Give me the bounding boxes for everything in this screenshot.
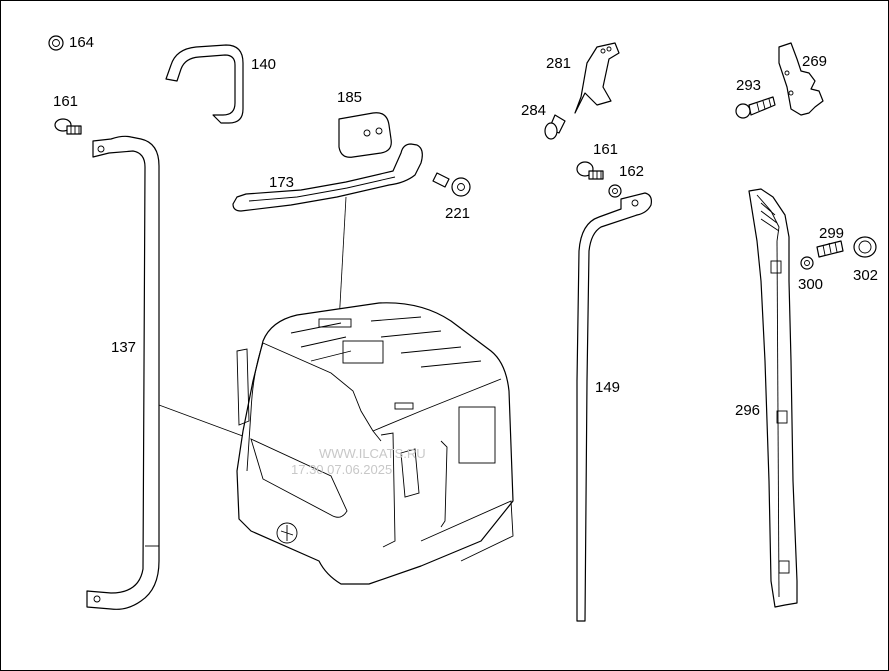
part-302-cap[interactable] <box>853 236 877 258</box>
part-281-bracket[interactable] <box>574 42 620 114</box>
callout-299[interactable]: 299 <box>819 225 845 242</box>
part-299-screw[interactable] <box>816 240 844 258</box>
part-164-clip[interactable] <box>48 35 64 51</box>
callout-300[interactable]: 300 <box>798 276 824 293</box>
leader-173 <box>338 196 347 324</box>
part-162-washer[interactable] <box>608 184 622 198</box>
callout-293[interactable]: 293 <box>736 77 762 94</box>
part-149-rod[interactable] <box>576 192 652 622</box>
callout-284[interactable]: 284 <box>521 102 547 119</box>
callout-302[interactable]: 302 <box>853 267 879 284</box>
callout-269[interactable]: 269 <box>802 53 828 70</box>
part-293-screw[interactable] <box>735 96 776 119</box>
truck-cab-illustration <box>236 302 514 585</box>
part-185-block[interactable] <box>338 112 392 158</box>
callout-149[interactable]: 149 <box>595 379 621 396</box>
part-269-bracket[interactable] <box>778 42 824 116</box>
part-300-washer[interactable] <box>800 256 814 270</box>
watermark-line-2: 17.30 07.06.2025 <box>291 462 393 477</box>
callout-137[interactable]: 137 <box>111 339 137 356</box>
callout-140[interactable]: 140 <box>251 56 277 73</box>
callout-162[interactable]: 162 <box>619 163 645 180</box>
watermark-line-1: WWW.ILCATS.RU <box>319 446 426 461</box>
part-284-screw[interactable] <box>544 114 566 140</box>
callout-185[interactable]: 185 <box>337 89 363 106</box>
part-140-handle[interactable] <box>165 44 244 124</box>
callout-173[interactable]: 173 <box>269 174 295 191</box>
part-173-grab-handle[interactable] <box>232 143 423 212</box>
part-221-screw[interactable] <box>432 172 471 197</box>
callout-296[interactable]: 296 <box>735 402 761 419</box>
callout-161-left[interactable]: 161 <box>53 93 79 110</box>
callout-281[interactable]: 281 <box>546 55 572 72</box>
callout-161-right[interactable]: 161 <box>593 141 619 158</box>
part-296-trim-strip[interactable] <box>748 188 798 608</box>
callout-164[interactable]: 164 <box>69 34 95 51</box>
part-137-rod[interactable] <box>86 135 160 610</box>
part-161-bolt-left[interactable] <box>54 118 82 135</box>
callout-221[interactable]: 221 <box>445 205 471 222</box>
part-161-bolt-right[interactable] <box>576 161 604 180</box>
